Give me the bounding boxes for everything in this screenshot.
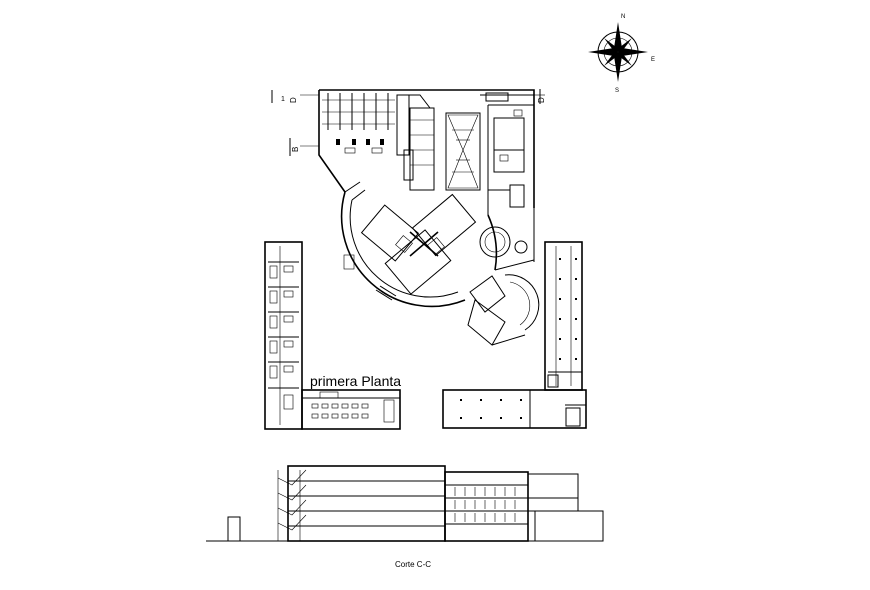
atrium-void xyxy=(445,112,481,191)
compass-north-label: N xyxy=(621,14,625,20)
hall-outer-arc xyxy=(340,191,466,308)
plan-outline-left xyxy=(318,90,346,193)
compass-sw-arrow xyxy=(604,52,618,66)
shelving-block xyxy=(322,93,395,154)
compass-rose: N E S xyxy=(588,14,655,94)
section-c-c: Corte C-C xyxy=(206,465,604,569)
plan-outline-top xyxy=(319,89,535,208)
compass-east-arrow xyxy=(618,48,648,56)
rotunda-cluster xyxy=(467,208,540,346)
section-right-lower xyxy=(534,510,604,542)
compass-south-arrow xyxy=(614,52,622,82)
left-wing-outline xyxy=(264,241,303,430)
section-mark-d-right: D xyxy=(537,97,546,103)
section-caption: Corte C-C xyxy=(395,560,431,569)
circular-hall xyxy=(340,181,498,308)
compass-nw-arrow xyxy=(604,38,618,52)
service-rooms xyxy=(480,92,534,215)
compass-se-arrow xyxy=(618,52,632,66)
bottom-right-block xyxy=(442,389,587,429)
compass-north-arrow xyxy=(614,22,622,52)
floor-plan: 1 D D B xyxy=(264,89,587,430)
section-mark-d-left: D xyxy=(289,97,298,103)
section-left-volume xyxy=(287,465,446,542)
section-small-block xyxy=(227,516,241,542)
compass-west-arrow xyxy=(588,48,618,56)
right-wing-outline xyxy=(544,241,583,391)
compass-ne-arrow xyxy=(618,38,632,52)
compass-east-label: E xyxy=(651,57,655,63)
right-wing xyxy=(544,241,583,391)
section-right-upper xyxy=(527,473,579,499)
compass-south-label: S xyxy=(615,88,619,94)
classroom-block xyxy=(301,389,401,430)
hall-right-arc xyxy=(487,214,498,271)
plan-title: primera Planta xyxy=(310,373,401,389)
left-wing xyxy=(264,241,303,430)
cross-blocks xyxy=(360,193,477,295)
stair-core xyxy=(396,94,435,191)
section-mark-b: B xyxy=(291,147,300,152)
section-mark-d-left-1: 1 xyxy=(281,96,285,103)
section-mid-volume xyxy=(444,471,529,542)
